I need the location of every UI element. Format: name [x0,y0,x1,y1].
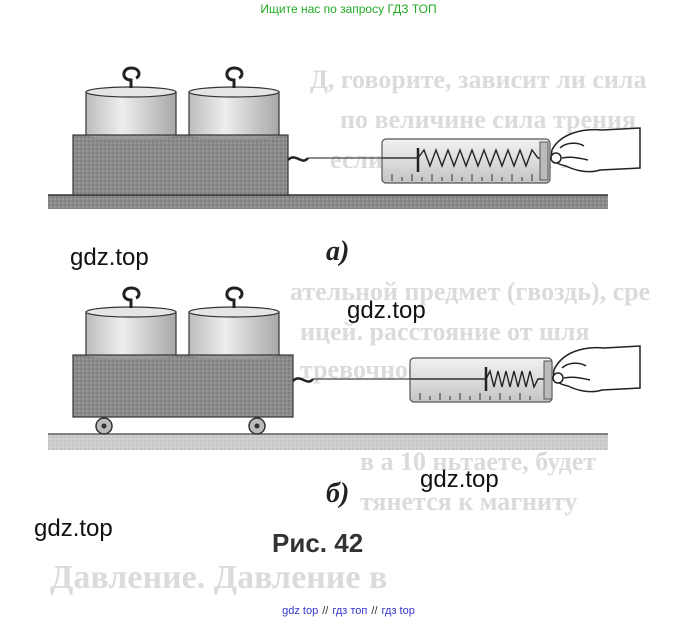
background-text-line: тянется к магниту [360,487,577,516]
background-text-line: ательной предмет (гвоздь), сре [290,277,650,306]
weight-right-b [188,286,280,359]
footer-links: gdz top//гдз топ//гдз top [282,605,415,617]
weight-left-a [85,66,177,139]
hand-a [550,127,641,173]
footer-link-3[interactable]: гдз top [381,605,415,617]
footer-link-1[interactable]: gdz top [282,605,319,617]
dynamometer-a [381,138,551,184]
background-text-line: по величине сила трения [340,105,636,134]
header-search-link[interactable]: Ищите нас по запросу ГДЗ ТОП [260,2,437,16]
watermark-4: gdz.top [34,515,113,542]
dynamometer-b [409,357,553,403]
background-text-line: ицей. расстояние от шля [300,317,590,346]
hand-b [552,345,641,393]
background-text-line: Д, говорите, зависит ли сила [310,65,646,94]
watermark-3: gdz.top [420,466,499,493]
weight-right-a [188,66,280,139]
table-surface-a [48,195,608,209]
scene-a [48,66,641,209]
watermark-2: gdz.top [347,297,426,324]
footer-link-2[interactable]: гдз топ [332,605,368,617]
scene-b [48,286,641,450]
cart-b [72,354,294,418]
wooden-block-a [72,134,289,196]
table-surface-b [48,434,608,450]
caption-a: а) [326,236,350,267]
caption-b: б) [326,478,350,509]
weight-left-b [85,286,177,359]
figure-label: Рис. 42 [272,528,364,558]
background-text-line: Давление. Давление в [50,559,387,596]
background-text-line: в а 10 ньтаете, будет [360,447,596,476]
watermark-1: gdz.top [70,244,149,271]
